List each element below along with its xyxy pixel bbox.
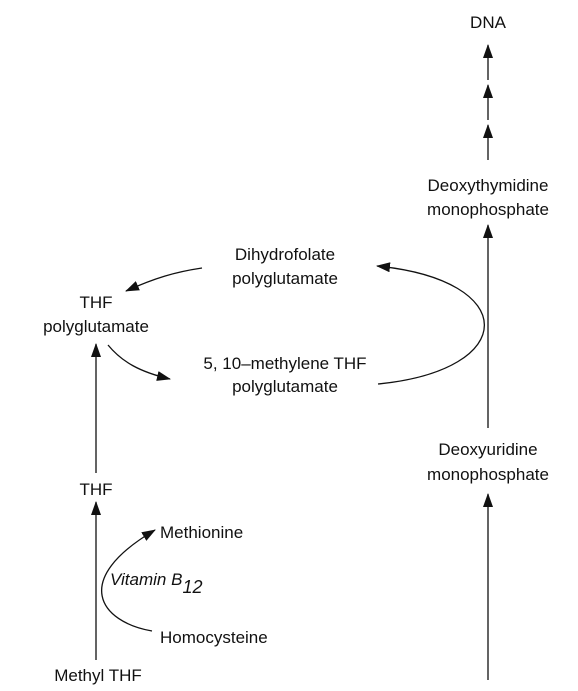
thf-polyglutamate-label: THF polyglutamate <box>43 293 149 336</box>
dihydrofolate-line-2: polyglutamate <box>232 269 338 288</box>
vitamin-b-prefix: Vitamin B <box>110 570 182 589</box>
methylene-thf-line-2: polyglutamate <box>232 377 338 396</box>
thf-poly-line-2: polyglutamate <box>43 317 149 336</box>
methylene-thf-label: 5, 10–methylene THF polyglutamate <box>203 354 366 396</box>
homocysteine-label: Homocysteine <box>160 628 268 647</box>
dtmp-label: Deoxythymidine monophosphate <box>427 176 549 219</box>
dihydrofolate-line-1: Dihydrofolate <box>235 245 335 264</box>
methylene-thf-line-1: 5, 10–methylene THF <box>203 354 366 373</box>
dump-label: Deoxyuridine monophosphate <box>427 440 549 484</box>
dtmp-line-1: Deoxythymidine <box>428 176 549 195</box>
thf-label: THF <box>79 480 112 499</box>
vitamin-b12-label: Vitamin B12 <box>110 570 202 597</box>
dtmp-line-2: monophosphate <box>427 200 549 219</box>
arrow-homocysteine-to-methionine <box>101 529 156 632</box>
thf-poly-line-1: THF <box>79 293 112 312</box>
vitamin-b-subscript: 12 <box>182 577 202 597</box>
methyl-thf-label: Methyl THF <box>54 666 142 685</box>
methionine-label: Methionine <box>160 523 243 542</box>
dump-line-2: monophosphate <box>427 465 549 484</box>
arrow-dihydrofolate-to-thf-poly <box>125 267 203 292</box>
arrow-thf-poly-to-methylene <box>107 344 171 381</box>
arrow-methylene-to-dihydrofolate <box>376 262 486 385</box>
dump-line-1: Deoxyuridine <box>438 440 537 459</box>
dihydrofolate-label: Dihydrofolate polyglutamate <box>232 245 338 288</box>
dna-label: DNA <box>470 13 507 32</box>
